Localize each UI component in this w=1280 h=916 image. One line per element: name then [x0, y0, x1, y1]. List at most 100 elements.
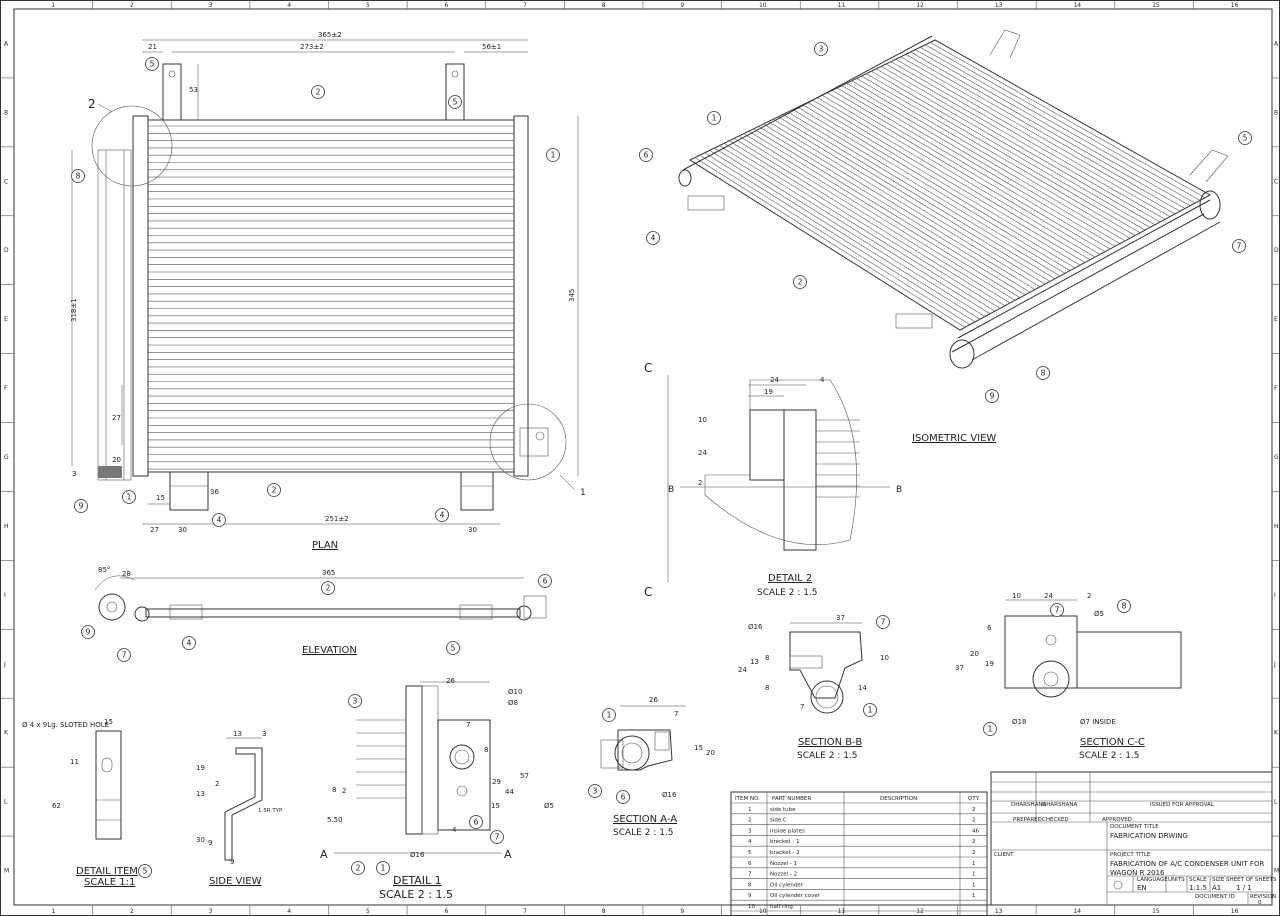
d1-dim-8: 8	[484, 746, 488, 754]
detail-item-dim-11: 11	[70, 758, 79, 766]
zone-row-left: F	[4, 385, 8, 392]
svg-text:6: 6	[621, 793, 626, 802]
d1-dim-4: 4	[452, 826, 457, 834]
bom-part-number: half ring	[770, 904, 793, 910]
zone-col-bottom: 12	[916, 908, 924, 915]
iso-balloon-8: 8	[1036, 366, 1050, 380]
svg-text:4: 4	[187, 639, 192, 648]
plan-balloon-7: 9	[74, 499, 88, 513]
detail-2-callout-circle	[91, 105, 173, 187]
aa-balloon-3: 6	[616, 790, 630, 804]
svg-text:3: 3	[819, 45, 824, 54]
zone-row-left: G	[4, 454, 9, 461]
cc-dim-dia18: Ø18	[1012, 718, 1026, 726]
zone-col-bottom: 16	[1231, 908, 1239, 915]
d2-dim-24v: 24	[698, 449, 707, 457]
svg-text:2: 2	[798, 278, 803, 287]
bom-qty: 1	[972, 872, 976, 878]
section-bb-scale: SCALE 2 : 1.5	[797, 751, 858, 761]
zone-col-top: 10	[759, 2, 767, 9]
zone-col-bottom: 11	[838, 908, 846, 915]
dim-height: 345	[568, 289, 576, 302]
zone-row-right: E	[1274, 316, 1278, 323]
plan-balloon-5: 8	[71, 169, 85, 183]
plan-balloon-9: 4	[212, 513, 226, 527]
d1-dim-7: 7	[466, 721, 470, 729]
bom-qty: 2	[972, 818, 976, 824]
bom-item-no: 7	[748, 872, 752, 878]
detail-ref-2: 2	[88, 97, 96, 111]
section-bb-view: 37 Ø16 13 8 24 8 10 14 7 SECTION B-B SCA…	[738, 614, 890, 761]
svg-text:5: 5	[451, 644, 456, 653]
zone-row-left: B	[4, 109, 8, 116]
cc-dim-10: 10	[1012, 592, 1021, 600]
tb-revision: 0	[1258, 900, 1262, 906]
zone-col-top: 6	[444, 2, 448, 9]
tb-doc-title: FABRICATION DRWING	[1110, 832, 1188, 840]
bb-dim-14: 14	[858, 684, 867, 692]
detail-item-note: Ø 4 x 9Lg. SLOTED HOLE	[22, 721, 109, 729]
bb-balloon-1: 7	[876, 615, 890, 629]
section-c-top: C	[644, 361, 652, 375]
tb-prepared-by: DHARSHANA	[1011, 802, 1046, 808]
plan-balloon-8: 2	[267, 483, 281, 497]
section-aa-scale: SCALE 2 : 1.5	[613, 828, 674, 838]
zone-col-top: 5	[366, 2, 370, 9]
bb-dim-8b: 8	[765, 684, 769, 692]
svg-text:6: 6	[644, 151, 649, 160]
bb-dim-13: 13	[750, 658, 759, 666]
zone-row-right: M	[1274, 868, 1279, 875]
d2-dim-4: 4	[820, 376, 825, 384]
elevation-title: ELEVATION	[302, 645, 357, 656]
zone-col-top: 1	[51, 2, 55, 9]
tb-checked-label: CHECKED	[1042, 817, 1069, 823]
svg-text:8: 8	[1041, 369, 1046, 378]
zone-row-right: A	[1274, 40, 1279, 47]
bom-header-qty: QTY.	[968, 796, 980, 802]
plan-balloon-6: 1	[122, 490, 136, 504]
svg-text:5: 5	[1243, 134, 1248, 143]
svg-text:7: 7	[495, 833, 500, 842]
svg-text:2: 2	[356, 864, 361, 873]
section-aa-view: 26 7 15 20 Ø16 SECTION A-A SCALE 2 : 1.5…	[588, 696, 715, 838]
side-dim-13: 13	[233, 730, 242, 738]
detail-item-slot	[101, 757, 113, 773]
dim-bottom-27: 27	[150, 526, 159, 534]
zone-col-bottom: 2	[130, 908, 134, 915]
tb-projection-icon	[1113, 880, 1123, 890]
bom-header-part: PART NUMBER	[772, 796, 811, 802]
detail-item-title: DETAIL ITEM	[76, 866, 138, 877]
cc-balloon-2: 8	[1117, 599, 1131, 613]
zone-row-left: C	[4, 178, 8, 185]
side-view-bracket-profile	[224, 747, 263, 861]
tb-project-label: PROJECT TITLE	[1110, 852, 1151, 858]
plan-core-outline	[147, 119, 515, 473]
zone-col-top: 16	[1231, 2, 1239, 9]
aa-balloon-1: 1	[602, 708, 616, 722]
elevation-view: 365 28 85° ELEVATION 9 7 2 4 5 6	[81, 566, 552, 662]
svg-text:1: 1	[381, 864, 386, 873]
tb-prepared-label: PREPARED	[1013, 817, 1042, 823]
bom-item-no: 4	[748, 839, 752, 845]
detail-item-dim-62: 62	[52, 802, 61, 810]
svg-text:3: 3	[353, 697, 358, 706]
svg-text:7: 7	[1237, 242, 1242, 251]
detail-1-callout-circle	[489, 403, 567, 481]
cc-dim-dia5: Ø5	[1094, 610, 1104, 618]
zone-col-top: 8	[602, 2, 606, 9]
d1-dim-dia5: Ø5	[544, 802, 554, 810]
svg-text:1: 1	[712, 114, 717, 123]
iso-balloon-3: 6	[639, 148, 653, 162]
svg-text:2: 2	[316, 88, 321, 97]
iso-balloon-4: 4	[646, 231, 660, 245]
elev-balloon-1: 9	[81, 625, 95, 639]
section-a-right: A	[504, 848, 512, 861]
zone-row-right: H	[1274, 523, 1279, 530]
bb-dim-7: 7	[800, 703, 804, 711]
tb-project-line2: WAGON R 2016	[1110, 869, 1165, 877]
